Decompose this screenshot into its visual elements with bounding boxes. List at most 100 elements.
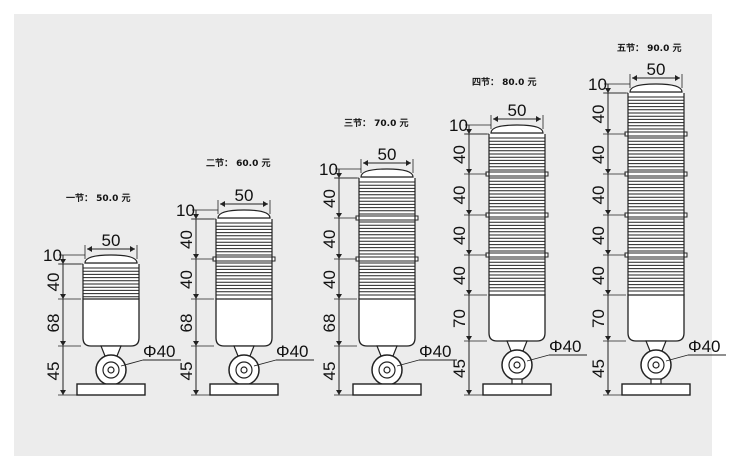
cap-height-text: 10 xyxy=(449,116,468,135)
base-height-text: 45 xyxy=(177,362,196,381)
dimension-arrow xyxy=(263,201,268,207)
tower-body xyxy=(82,298,140,347)
diameter-text: Φ40 xyxy=(688,337,720,356)
dimension-arrow xyxy=(466,129,472,134)
width-dimension-text: 50 xyxy=(647,60,666,79)
dimension-arrow xyxy=(493,116,498,122)
base-height-text: 45 xyxy=(320,362,339,381)
diameter-text: Φ40 xyxy=(143,342,175,361)
segment-height-text: 40 xyxy=(450,226,469,245)
dimension-arrow xyxy=(466,169,472,174)
segment-ring xyxy=(485,212,549,218)
tower-cap xyxy=(360,168,414,178)
width-dimension-text: 50 xyxy=(508,101,527,120)
segment-ring xyxy=(212,256,276,262)
base-plate xyxy=(482,383,552,396)
segment-height-text: 40 xyxy=(320,270,339,289)
segment-ring xyxy=(624,131,688,137)
diameter-text: Φ40 xyxy=(549,337,581,356)
diameter-leader xyxy=(396,359,420,367)
width-dimension-text: 50 xyxy=(235,186,254,205)
dimension-arrow xyxy=(336,294,342,299)
segment-ring xyxy=(485,252,549,258)
base-plate xyxy=(621,383,691,396)
body-height-text: 68 xyxy=(320,314,339,333)
segment-height-text: 40 xyxy=(320,189,339,208)
dimension-arrow xyxy=(336,254,342,259)
dimension-arrow xyxy=(336,341,342,346)
body-height-text: 68 xyxy=(44,314,63,333)
width-dimension-text: 50 xyxy=(102,231,121,250)
dimension-arrow xyxy=(60,341,66,346)
dimension-arrow xyxy=(632,75,637,81)
dimension-arrow xyxy=(363,160,368,166)
segment-height-text: 40 xyxy=(450,266,469,285)
diameter-text: Φ40 xyxy=(276,342,308,361)
tower-cap xyxy=(217,209,271,219)
base-plate xyxy=(76,383,146,396)
mount-knob-center xyxy=(107,366,115,374)
segment-height-text: 40 xyxy=(589,266,608,285)
price-label-5: 五节： 90.0 元 xyxy=(617,44,682,54)
dimension-arrow xyxy=(466,290,472,295)
dimension-arrow xyxy=(193,294,199,299)
price-label-4: 四节： 80.0 元 xyxy=(472,78,537,88)
diameter-leader xyxy=(526,354,550,362)
body-height-text: 70 xyxy=(589,309,608,328)
dimension-arrow xyxy=(466,210,472,215)
diameter-leader xyxy=(665,354,689,362)
mount-knob-center xyxy=(240,366,248,374)
dimension-arrow xyxy=(336,173,342,178)
tower-body xyxy=(358,298,416,347)
tower-body xyxy=(488,294,546,342)
dimension-arrow xyxy=(193,390,199,395)
dimension-arrow xyxy=(466,336,472,341)
dimension-arrow xyxy=(675,75,680,81)
dimension-arrow xyxy=(605,210,611,215)
price-label-3: 三节： 70.0 元 xyxy=(344,119,409,129)
dimension-arrow xyxy=(605,390,611,395)
tower-body xyxy=(215,298,273,347)
dimension-arrow xyxy=(605,336,611,341)
width-dimension-text: 50 xyxy=(378,145,397,164)
dimension-arrow xyxy=(60,390,66,395)
segment-ring xyxy=(624,252,688,258)
tower-cap xyxy=(84,254,138,264)
segment-ring xyxy=(624,212,688,218)
diameter-text: Φ40 xyxy=(419,342,451,361)
tower-cap xyxy=(490,124,544,134)
base-height-text: 45 xyxy=(44,362,63,381)
segment-ring xyxy=(624,171,688,177)
mount-knob-center xyxy=(383,366,391,374)
dimension-arrow xyxy=(406,160,411,166)
dimension-arrow xyxy=(605,250,611,255)
dimension-arrow xyxy=(193,341,199,346)
segment-ring xyxy=(485,171,549,177)
dimension-arrow xyxy=(60,294,66,299)
base-plate xyxy=(352,383,422,396)
dimension-arrow xyxy=(466,390,472,395)
segment-ring xyxy=(355,256,419,262)
segment-height-text: 40 xyxy=(44,273,63,292)
dimension-arrow xyxy=(605,169,611,174)
base-height-text: 45 xyxy=(450,359,469,378)
cap-height-text: 10 xyxy=(319,160,338,179)
segment-height-text: 40 xyxy=(177,270,196,289)
segment-height-text: 40 xyxy=(589,105,608,124)
segment-height-text: 40 xyxy=(589,186,608,205)
dimension-arrow xyxy=(336,213,342,218)
cap-height-text: 10 xyxy=(588,75,607,94)
dimension-arrow xyxy=(87,246,92,252)
diameter-leader xyxy=(253,359,277,367)
dimension-arrow xyxy=(220,201,225,207)
dimension-arrow xyxy=(536,116,541,122)
diameter-leader xyxy=(120,359,144,367)
base-plate xyxy=(209,383,279,396)
dimension-arrow xyxy=(605,129,611,134)
